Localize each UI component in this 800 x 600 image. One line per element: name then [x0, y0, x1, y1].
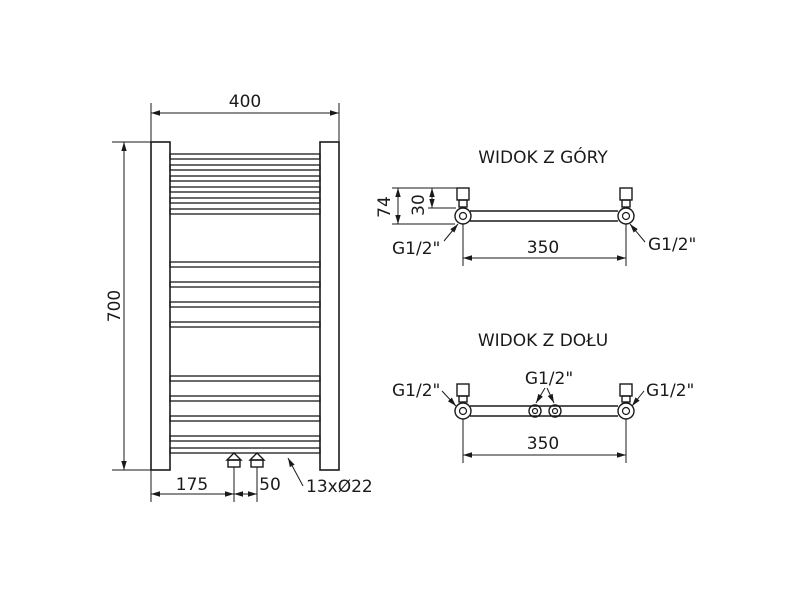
bottom-inlet-right [548, 404, 562, 418]
radiator-tube [169, 186, 321, 193]
top-view: WIDOK Z GÓRY 74 30 G1/2" G1/2" 350 [375, 146, 696, 266]
horizontal-tubes [169, 153, 321, 454]
radiator-tube [169, 435, 321, 442]
radiator-tube [169, 261, 321, 268]
bottom-left-valve-body [456, 383, 470, 397]
bottom-valve-left [225, 452, 243, 468]
left-post [150, 141, 171, 471]
bottom-right-pipe-end [617, 402, 635, 420]
bottom-conn-right-label: G1/2" [646, 381, 694, 401]
radiator-tube [169, 375, 321, 382]
radiator-tube [169, 395, 321, 402]
dim-74-label: 74 [375, 196, 395, 218]
radiator-tube [169, 197, 321, 204]
radiator-tube [169, 281, 321, 288]
bottom-dim-350-label: 350 [527, 434, 559, 454]
top-conn-left-label: G1/2" [392, 239, 440, 259]
radiator-tube [169, 153, 321, 160]
top-left-pipe-end [454, 207, 472, 225]
bottom-view: WIDOK Z DOŁU G1/2" G1/2" G1/2" 350 [392, 331, 694, 463]
bottom-right-valve-body [619, 383, 633, 397]
width-dimension-label: 400 [229, 92, 261, 112]
top-left-valve-body [456, 187, 470, 201]
bottom-left-pipe-end [454, 402, 472, 420]
front-view: 400 700 175 50 13xØ22 [105, 92, 373, 502]
radiator-tube [169, 321, 321, 328]
radiator-tube [169, 208, 321, 215]
top-right-valve-body [619, 187, 633, 201]
radiator-tube [169, 447, 321, 454]
top-dim-350-label: 350 [527, 238, 559, 258]
spacing-dimension-label: 50 [259, 475, 281, 495]
tube-spec-label: 13xØ22 [306, 477, 373, 497]
radiator-tube [169, 164, 321, 171]
right-post [319, 141, 340, 471]
tube-spec-leader [287, 457, 304, 487]
radiator-tube [169, 175, 321, 182]
bottom-view-title: WIDOK Z DOŁU [478, 331, 608, 351]
bottom-conn-left-label: G1/2" [392, 381, 440, 401]
dim-30-label: 30 [409, 194, 429, 216]
top-view-title: WIDOK Z GÓRY [478, 146, 608, 168]
bottom-conn-mid-label: G1/2" [525, 369, 573, 389]
bottom-inlet-left [528, 404, 542, 418]
top-right-pipe-end [617, 207, 635, 225]
height-dimension-label: 700 [105, 290, 125, 322]
offset-dimension-label: 175 [176, 475, 208, 495]
radiator-tube [169, 415, 321, 422]
radiator-tube [169, 301, 321, 308]
bottom-valve-right [248, 452, 266, 468]
top-conn-right-label: G1/2" [648, 235, 696, 255]
